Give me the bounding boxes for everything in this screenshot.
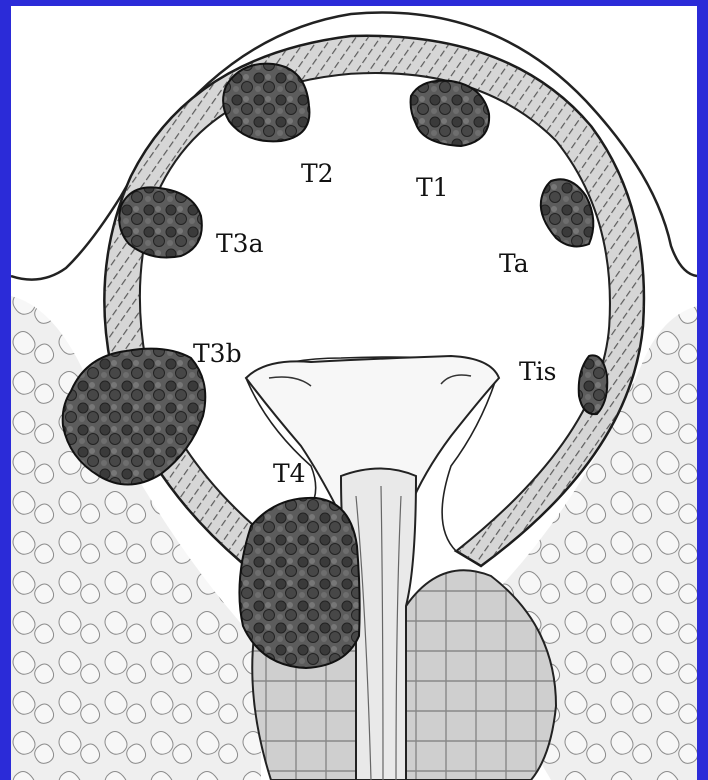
diagram-frame: T2 T1 T3a Ta T3b Tis T4 <box>11 6 697 780</box>
tumor-t2 <box>223 64 309 142</box>
label-t2: T2 <box>301 159 334 188</box>
tumor-t3a <box>119 187 202 257</box>
label-ta: Ta <box>499 249 529 278</box>
label-t3b: T3b <box>193 339 242 368</box>
label-t4: T4 <box>273 459 306 488</box>
label-t3a: T3a <box>216 229 264 258</box>
label-tis: Tis <box>519 357 557 386</box>
tumor-t4 <box>239 498 359 668</box>
bladder-staging-diagram: T2 T1 T3a Ta T3b Tis T4 <box>11 6 697 780</box>
tumor-tis <box>579 355 608 414</box>
label-t1: T1 <box>416 173 449 202</box>
